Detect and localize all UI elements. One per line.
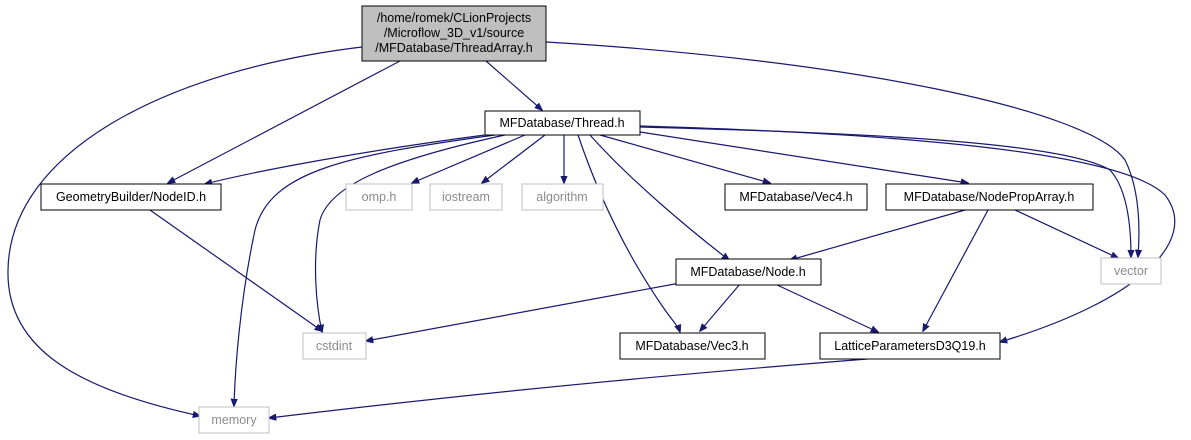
node-algorithm[interactable]: algorithm: [521, 183, 604, 211]
node-threadarray[interactable]: /home/romek/CLionProjects /Microflow_3D_…: [361, 5, 547, 62]
edge-node-to-vec3: [700, 283, 741, 331]
edge-thread-to-lattice: [639, 125, 1176, 342]
node-thread-label: MFDatabase/Thread.h: [499, 116, 624, 130]
node-threadarray-line2: /Microflow_3D_v1/source: [384, 26, 524, 40]
node-memory-label: memory: [211, 413, 257, 427]
node-iostream-label: iostream: [442, 190, 490, 204]
node-omp[interactable]: omp.h: [345, 183, 413, 211]
node-vec3-label: MFDatabase/Vec3.h: [635, 339, 748, 353]
edge-thread-to-node: [589, 134, 729, 260]
node-algorithm-label: algorithm: [536, 190, 587, 204]
node-node[interactable]: MFDatabase/Node.h: [675, 258, 822, 286]
edge-node-to-lattice: [774, 283, 878, 332]
edge-root-to-memory: [7, 46, 363, 416]
edge-thread-to-nodeproparray: [639, 131, 968, 183]
edge-node-to-cstdint: [366, 282, 681, 341]
node-iostream[interactable]: iostream: [429, 183, 503, 211]
node-memory[interactable]: memory: [198, 406, 270, 434]
node-node-label: MFDatabase/Node.h: [690, 265, 805, 279]
edge-root-to-nodeid: [168, 60, 401, 183]
edge-thread-to-vec4: [599, 134, 770, 183]
node-vec4[interactable]: MFDatabase/Vec4.h: [724, 183, 868, 211]
node-lattice[interactable]: LatticeParametersD3Q19.h: [819, 332, 1001, 360]
edge-root-to-thread: [485, 60, 542, 110]
edge-nodeid-to-cstdint: [149, 209, 322, 331]
edge-thread-to-memory: [234, 134, 496, 406]
node-vector[interactable]: vector: [1100, 257, 1162, 285]
node-nodeproparray[interactable]: MFDatabase/NodePropArray.h: [885, 183, 1094, 211]
edge-thread-to-iostream: [482, 134, 546, 183]
node-omp-label: omp.h: [362, 190, 397, 204]
edge-nodeproparray-to-vector: [1014, 209, 1118, 258]
edge-root-to-vector: [545, 41, 1139, 257]
edge-nodeproparray-to-node: [790, 209, 966, 260]
node-vector-label: vector: [1114, 264, 1148, 278]
edges: [7, 41, 1176, 418]
edge-thread-to-nodeid: [205, 134, 486, 184]
edge-lattice-to-memory: [269, 357, 881, 418]
node-thread[interactable]: MFDatabase/Thread.h: [484, 110, 641, 136]
node-threadarray-line1: /home/romek/CLionProjects: [377, 11, 531, 25]
edge-thread-to-cstdint: [314, 134, 506, 332]
node-nodeid-label: GeometryBuilder/NodeID.h: [56, 190, 206, 204]
node-nodeid[interactable]: GeometryBuilder/NodeID.h: [40, 183, 222, 211]
node-lattice-label: LatticeParametersD3Q19.h: [834, 339, 986, 353]
node-cstdint[interactable]: cstdint: [302, 332, 367, 360]
node-threadarray-line3: /MFDatabase/ThreadArray.h: [375, 41, 533, 55]
node-nodeproparray-label: MFDatabase/NodePropArray.h: [904, 190, 1075, 204]
node-vec3[interactable]: MFDatabase/Vec3.h: [619, 332, 766, 360]
edge-thread-to-vec3: [577, 134, 680, 332]
node-cstdint-label: cstdint: [316, 339, 353, 353]
edge-nodeproparray-to-lattice: [923, 209, 989, 331]
node-vec4-label: MFDatabase/Vec4.h: [739, 190, 852, 204]
edge-thread-to-omp: [412, 134, 526, 183]
